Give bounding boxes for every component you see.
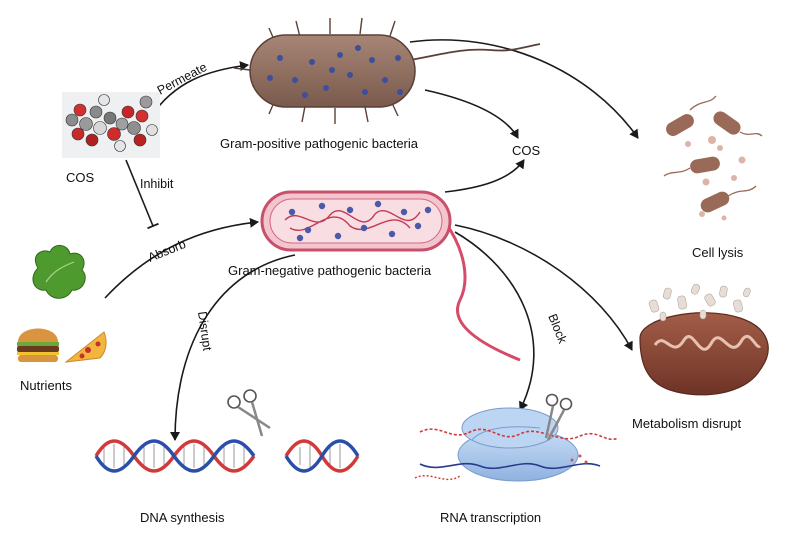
scissors-icon	[544, 393, 573, 441]
gram-negative-bacterium	[260, 190, 521, 362]
disrupt-label: Disrupt	[195, 310, 214, 352]
gram-positive-bacterium	[233, 17, 541, 124]
gram-negative-label: Gram-negative pathogenic bacteria	[228, 263, 432, 278]
gram-positive-label: Gram-positive pathogenic bacteria	[220, 136, 419, 151]
absorb-label: Absorb	[146, 237, 188, 265]
metabolism-disrupt-label: Metabolism disrupt	[632, 416, 741, 431]
scissors-icon	[227, 389, 271, 437]
cell-lysis-label: Cell lysis	[692, 245, 744, 260]
nutrients-label: Nutrients	[20, 378, 73, 393]
cos-product-label: COS	[512, 143, 541, 158]
rna-transcription-label: RNA transcription	[440, 510, 541, 525]
arrow-gn-to-metabolism	[454, 224, 633, 351]
arrow-gn-to-cos	[444, 159, 525, 193]
permeate-label: Permeate	[155, 60, 209, 98]
pizza-icon	[64, 331, 107, 363]
arrow-gp-to-cell-lysis	[409, 39, 639, 139]
arrow-inhibit	[125, 159, 159, 230]
block-label: Block	[545, 312, 570, 346]
dna-synthesis-label: DNA synthesis	[140, 510, 225, 525]
inhibit-label: Inhibit	[140, 177, 174, 191]
arrow-absorb	[104, 217, 259, 299]
cos-molecule-icon	[62, 92, 160, 158]
lettuce-icon	[32, 245, 86, 299]
ribosome-icon	[414, 407, 619, 482]
burger-icon	[17, 328, 59, 362]
lysed-bacteria-icon	[663, 95, 763, 221]
mitochondria-icon	[639, 283, 769, 396]
arrow-block	[454, 231, 535, 411]
arrow-disrupt	[170, 254, 296, 441]
dna-helix-fragment-icon	[284, 439, 360, 473]
arrow-gp-to-cos	[424, 89, 519, 139]
cos-label: COS	[66, 170, 95, 185]
arrows	[104, 39, 639, 441]
dna-helix-icon	[94, 439, 256, 473]
